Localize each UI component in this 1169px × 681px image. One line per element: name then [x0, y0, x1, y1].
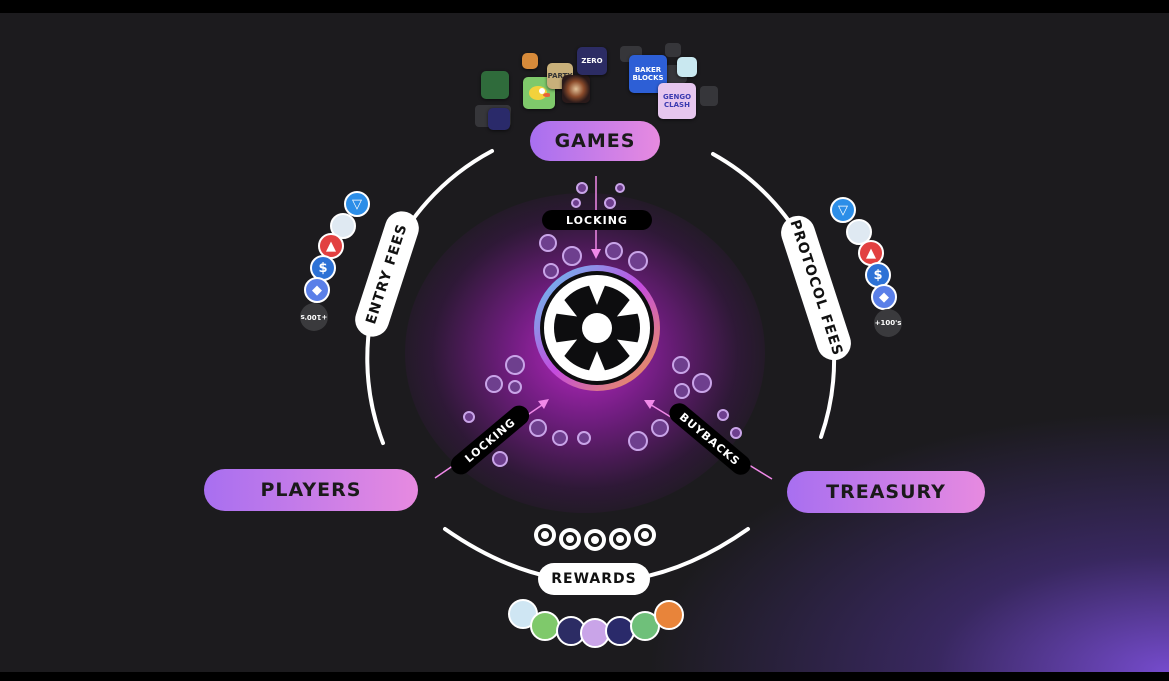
app-label: ZERO: [581, 57, 603, 65]
game-app-icon: [481, 71, 509, 99]
mascot-icon: [330, 213, 356, 239]
more-badge: +100's: [874, 309, 902, 337]
game-app-icon: [522, 53, 538, 69]
game-bubble: [530, 611, 560, 641]
avalanche-icon: ▲: [858, 240, 884, 266]
game-bubble: [654, 600, 684, 630]
token-icon: [634, 524, 656, 546]
games-node: GAMES: [530, 121, 660, 161]
players-node: PLAYERS: [204, 469, 418, 511]
logo-icon: [534, 265, 660, 391]
game-app-icon: GENGO CLASH: [658, 83, 696, 119]
token-icon: [609, 528, 631, 550]
game-app-icon: [677, 57, 697, 77]
diagram-canvas: PARTY ZERO BAKER BLOCKS GENGO CLASH GAME…: [0, 13, 1169, 672]
blurred-app: [665, 43, 681, 57]
token-icon: [559, 528, 581, 550]
token-icon: [584, 529, 606, 551]
blurred-app: [700, 86, 718, 106]
ethereum-icon: ◆: [304, 277, 330, 303]
token-icon: [534, 524, 556, 546]
game-app-icon: [562, 75, 590, 103]
ethereum-icon: ◆: [871, 284, 897, 310]
game-app-icon: ZERO: [577, 47, 607, 75]
token-icon: [463, 182, 742, 467]
usdc-icon: $: [865, 262, 891, 288]
app-label: PARTY: [547, 72, 573, 80]
more-badge: +100's: [300, 303, 328, 331]
cycle-diagram: [365, 149, 837, 584]
ton-icon: ▽: [830, 197, 856, 223]
game-app-icon: BAKER BLOCKS: [629, 55, 667, 93]
locking-tag: LOCKING: [542, 210, 652, 230]
rewards-label: REWARDS: [538, 563, 650, 595]
app-label: BAKER BLOCKS: [632, 66, 664, 82]
treasury-node: TREASURY: [787, 471, 985, 513]
game-app-icon: [488, 108, 510, 130]
app-label: GENGO CLASH: [662, 93, 692, 109]
ton-icon: ▽: [344, 191, 370, 217]
